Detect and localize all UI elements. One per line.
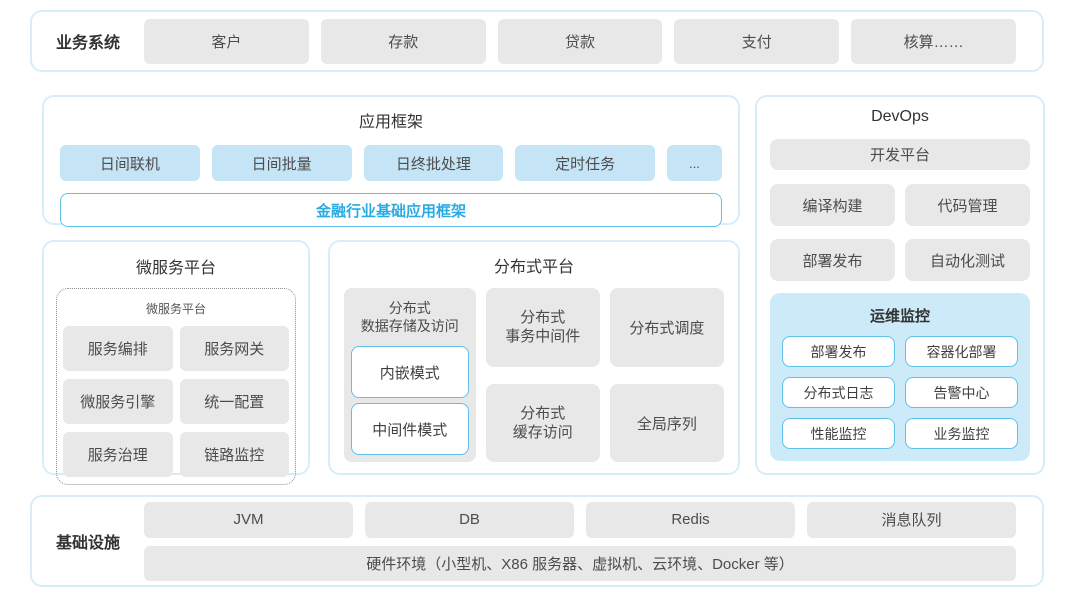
micro-item-orchestration: 服务编排 xyxy=(63,326,173,371)
distributed-transaction-box: 分布式 事务中间件 xyxy=(485,288,600,367)
distributed-platform-panel: 分布式平台 分布式 数据存储及访问 内嵌模式 中间件模式 分布式 事务中间件 分… xyxy=(328,240,740,475)
ops-monitor-box: 运维监控 部署发布 容器化部署 分布式日志 告警中心 性能监控 业务监控 xyxy=(770,293,1030,461)
microservice-platform-title: 微服务平台 xyxy=(135,260,216,277)
infrastructure-row: JVM DB Redis 消息队列 xyxy=(144,501,1016,538)
microservice-inner-box: 微服务平台 服务编排 服务网关 微服务引擎 统一配置 服务治理 链路监控 xyxy=(56,288,296,485)
storage-mode-embedded: 内嵌模式 xyxy=(351,346,469,399)
monitor-item-business: 业务监控 xyxy=(905,418,1018,449)
devops-item-auto-test: 自动化测试 xyxy=(905,239,1030,281)
distributed-storage-label-line1: 分布式 xyxy=(388,300,431,316)
devops-item-code-mgmt: 代码管理 xyxy=(905,184,1030,226)
devops-grid: 编译构建 代码管理 部署发布 自动化测试 xyxy=(770,184,1030,281)
monitor-item-performance: 性能监控 xyxy=(782,418,895,449)
app-item-daytime-batch: 日间批量 xyxy=(211,145,352,181)
microservice-grid: 服务编排 服务网关 微服务引擎 统一配置 服务治理 链路监控 xyxy=(63,326,289,477)
microservice-platform-panel: 微服务平台 微服务平台 服务编排 服务网关 微服务引擎 统一配置 服务治理 链路… xyxy=(42,240,310,485)
infrastructure-label: 基础设施 xyxy=(55,535,120,552)
distributed-transaction-line1: 分布式 xyxy=(520,308,566,326)
app-item-more: ... xyxy=(667,145,722,181)
infrastructure-body: JVM DB Redis 消息队列 硬件环境（小型机、X86 服务器、虚拟机、云… xyxy=(144,501,1016,581)
distributed-sequence-box: 全局序列 xyxy=(609,383,724,463)
devops-dev-platform-box: 开发平台 xyxy=(770,139,1030,170)
ops-monitor-title: 运维监控 xyxy=(869,308,930,325)
distributed-platform-title: 分布式平台 xyxy=(493,259,574,276)
app-item-scheduled-task: 定时任务 xyxy=(515,145,655,181)
storage-mode-middleware: 中间件模式 xyxy=(351,403,469,456)
business-item-loan: 贷款 xyxy=(497,18,663,64)
distributed-cache-line2: 缓存访问 xyxy=(512,424,573,442)
micro-item-engine: 微服务引擎 xyxy=(63,379,173,424)
business-systems-panel: 业务系统 客户 存款 贷款 支付 核算…… xyxy=(30,10,1044,72)
infra-item-jvm: JVM xyxy=(144,501,353,538)
micro-item-config: 统一配置 xyxy=(179,379,289,424)
devops-item-deploy: 部署发布 xyxy=(770,239,895,281)
monitor-item-alert: 告警中心 xyxy=(905,377,1018,408)
business-item-deposit: 存款 xyxy=(320,18,486,64)
micro-item-tracing: 链路监控 xyxy=(179,432,289,477)
infrastructure-panel: 基础设施 JVM DB Redis 消息队列 硬件环境（小型机、X86 服务器、… xyxy=(30,495,1044,587)
devops-panel: DevOps 开发平台 编译构建 代码管理 部署发布 自动化测试 运维监控 部署… xyxy=(755,95,1045,475)
micro-item-gateway: 服务网关 xyxy=(179,326,289,371)
app-item-daytime-online: 日间联机 xyxy=(60,145,200,181)
business-systems-row: 客户 存款 贷款 支付 核算…… xyxy=(144,18,1016,64)
distributed-col-right: 分布式调度 全局序列 xyxy=(609,288,724,463)
infra-item-redis: Redis xyxy=(586,501,795,538)
monitor-item-container: 容器化部署 xyxy=(905,336,1018,367)
distributed-storage-label-line2: 数据存储及访问 xyxy=(360,318,459,335)
ops-monitor-grid: 部署发布 容器化部署 分布式日志 告警中心 性能监控 业务监控 xyxy=(782,336,1018,449)
distributed-cache-box: 分布式 缓存访问 xyxy=(485,383,600,463)
distributed-storage-label: 分布式 数据存储及访问 xyxy=(351,299,469,335)
app-framework-panel: 应用框架 日间联机 日间批量 日终批处理 定时任务 ... 金融行业基础应用框架 xyxy=(42,95,740,227)
infra-item-mq: 消息队列 xyxy=(807,501,1016,538)
business-item-customer: 客户 xyxy=(144,18,309,64)
devops-item-build: 编译构建 xyxy=(770,184,895,226)
finance-base-framework-box: 金融行业基础应用框架 xyxy=(60,193,722,227)
monitor-item-deploy: 部署发布 xyxy=(782,336,895,367)
distributed-storage-box: 分布式 数据存储及访问 内嵌模式 中间件模式 xyxy=(344,288,476,463)
app-framework-row: 日间联机 日间批量 日终批处理 定时任务 ... xyxy=(60,145,722,181)
distributed-col-middle: 分布式 事务中间件 分布式 缓存访问 xyxy=(485,288,600,463)
distributed-transaction-line2: 事务中间件 xyxy=(505,328,581,346)
infra-item-db: DB xyxy=(365,501,574,538)
business-item-accounting: 核算…… xyxy=(851,18,1016,64)
app-framework-title: 应用框架 xyxy=(358,114,423,131)
app-item-eod-batch: 日终批处理 xyxy=(363,145,504,181)
distributed-scheduling-box: 分布式调度 xyxy=(609,288,724,367)
microservice-inner-title: 微服务平台 xyxy=(145,302,206,316)
micro-item-governance: 服务治理 xyxy=(63,432,173,477)
distributed-cache-line1: 分布式 xyxy=(520,404,566,422)
infra-hardware-box: 硬件环境（小型机、X86 服务器、虚拟机、云环境、Docker 等） xyxy=(144,545,1016,581)
distributed-body: 分布式 数据存储及访问 内嵌模式 中间件模式 分布式 事务中间件 分布式 缓存访… xyxy=(344,288,724,463)
devops-title: DevOps xyxy=(871,108,929,125)
monitor-item-log: 分布式日志 xyxy=(782,377,895,408)
business-item-payment: 支付 xyxy=(674,18,840,64)
business-systems-label: 业务系统 xyxy=(55,35,120,52)
